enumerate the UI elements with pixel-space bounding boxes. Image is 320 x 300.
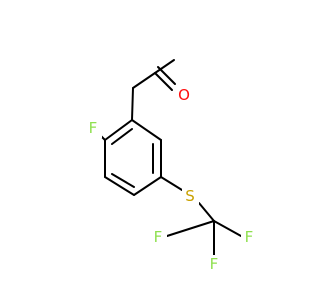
ring-inner-double-1: [111, 128, 133, 145]
ring-bond-6: [131, 119, 162, 141]
atom-labels: O F S F F F: [85, 85, 258, 275]
label-mask-fluorine-2: [241, 227, 258, 247]
fluorine-1-atom-label: F: [154, 228, 163, 246]
label-mask-sulfur: [182, 186, 199, 206]
bond-sulfur-cf3: [198, 202, 215, 222]
molecule-structure-diagram: O F S F F F: [85, 59, 258, 275]
ring-inner-double-2: [111, 173, 135, 188]
ring-bond-4: [133, 176, 162, 196]
label-mask-fluorine-ring: [85, 118, 102, 138]
fluorine-3-atom-label: F: [210, 255, 219, 273]
label-mask-fluorine-3: [205, 255, 222, 275]
ring-bond-1: [104, 119, 133, 141]
label-mask-oxygen: [175, 85, 192, 105]
bond-carbonyl-oxygen-2: [157, 66, 176, 85]
bond-lines: [98, 59, 242, 256]
ring-bond-3: [104, 176, 135, 196]
bond-ch2-ring: [131, 87, 134, 121]
sulfur-atom-label: S: [185, 187, 195, 205]
bond-ring-sulfur: [160, 176, 183, 191]
label-mask-fluorine-1: [150, 227, 167, 247]
bond-carbonyl-oxygen-1: [154, 72, 173, 91]
bond-methyl-carbonyl: [154, 59, 175, 74]
bond-cf3-fluorine-right: [213, 220, 242, 237]
fluorine-2-atom-label: F: [245, 228, 254, 246]
oxygen-atom-label: O: [178, 86, 190, 104]
bond-carbonyl-ch2: [132, 72, 156, 89]
fluorine-ring-atom-label: F: [89, 119, 98, 137]
bond-cf3-fluorine-left: [166, 220, 215, 237]
